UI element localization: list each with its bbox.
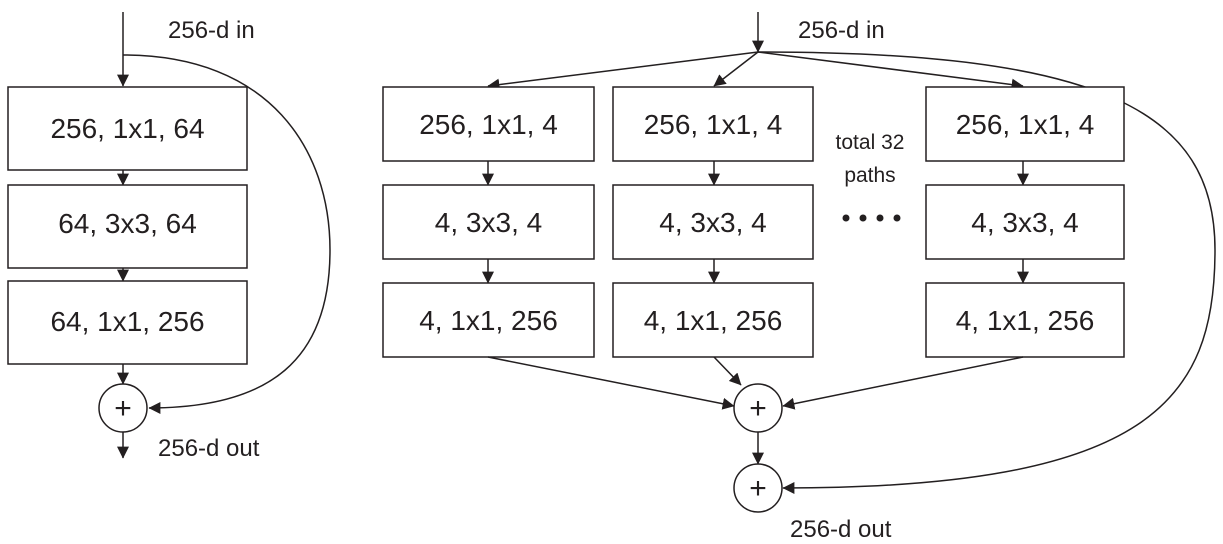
path-1-layer-2: 4, 3x3, 4 <box>382 184 595 260</box>
path-1: 256, 1x1, 4 4, 3x3, 4 4, 1x1, 256 <box>382 86 595 358</box>
path-2-layer-3: 4, 1x1, 256 <box>612 282 814 358</box>
path-2-layer-1-label: 256, 1x1, 4 <box>644 109 783 140</box>
path-32-layer-3: 4, 1x1, 256 <box>925 282 1125 358</box>
left-layer-3: 64, 1x1, 256 <box>7 280 248 365</box>
split-arrow-path-32 <box>757 51 1024 91</box>
merge-arrow-path-32 <box>782 356 1024 410</box>
left-sum-node: + <box>98 383 148 433</box>
resnet-block: 256-d in 256, 1x1, 64 64, 3x3, 64 64, 1x… <box>7 12 331 462</box>
path-32-layer-3-label: 4, 1x1, 256 <box>956 305 1095 336</box>
residual-sum-symbol: + <box>749 472 767 505</box>
left-input-label: 256-d in <box>168 17 255 44</box>
path-2-layer-2-label: 4, 3x3, 4 <box>659 207 766 238</box>
path-32-layer-2: 4, 3x3, 4 <box>925 184 1125 260</box>
path-32-layer-1: 256, 1x1, 4 <box>925 86 1125 162</box>
paths-note-line-1: total 32 <box>836 131 905 154</box>
path-1-layer-1-label: 256, 1x1, 4 <box>419 109 558 140</box>
path-2-layer-3-label: 4, 1x1, 256 <box>644 305 783 336</box>
left-layer-1-label: 256, 1x1, 64 <box>50 113 204 144</box>
aggregate-sum-symbol: + <box>749 392 767 425</box>
left-layer-3-label: 64, 1x1, 256 <box>50 306 204 337</box>
left-sum-symbol: + <box>114 392 132 425</box>
split-arrow-path-1 <box>487 51 759 91</box>
left-layer-2: 64, 3x3, 64 <box>7 184 248 269</box>
resnext-block: 256-d in 256, 1x1, 4 4, 3x3, 4 4, 1x1, 2… <box>382 12 1216 543</box>
aggregate-sum-node: + <box>733 383 783 433</box>
left-layer-1: 256, 1x1, 64 <box>7 86 248 171</box>
path-1-layer-2-label: 4, 3x3, 4 <box>435 207 542 238</box>
path-2: 256, 1x1, 4 4, 3x3, 4 4, 1x1, 256 <box>612 86 814 358</box>
left-layer-2-label: 64, 3x3, 64 <box>58 208 197 239</box>
path-1-layer-3-label: 4, 1x1, 256 <box>419 305 558 336</box>
path-1-layer-1: 256, 1x1, 4 <box>382 86 595 162</box>
ellipsis-dots <box>842 214 901 222</box>
right-shortcut-path <box>757 51 1216 494</box>
path-2-layer-1: 256, 1x1, 4 <box>612 86 814 162</box>
paths-note-line-2: paths <box>844 164 895 187</box>
right-input-label: 256-d in <box>798 17 885 44</box>
path-32-layer-1-label: 256, 1x1, 4 <box>956 109 1095 140</box>
left-shortcut-path <box>122 54 331 414</box>
path-32-layer-2-label: 4, 3x3, 4 <box>971 207 1078 238</box>
path-1-layer-3: 4, 1x1, 256 <box>382 282 595 358</box>
path-32: 256, 1x1, 4 4, 3x3, 4 4, 1x1, 256 <box>925 86 1125 358</box>
split-arrow-path-2 <box>713 51 759 87</box>
merge-arrow-path-2 <box>713 356 742 386</box>
merge-arrow-path-1 <box>487 356 735 410</box>
left-output-label: 256-d out <box>158 435 260 462</box>
right-output-label: 256-d out <box>790 516 892 543</box>
path-2-layer-2: 4, 3x3, 4 <box>612 184 814 260</box>
residual-sum-node: + <box>733 463 783 513</box>
